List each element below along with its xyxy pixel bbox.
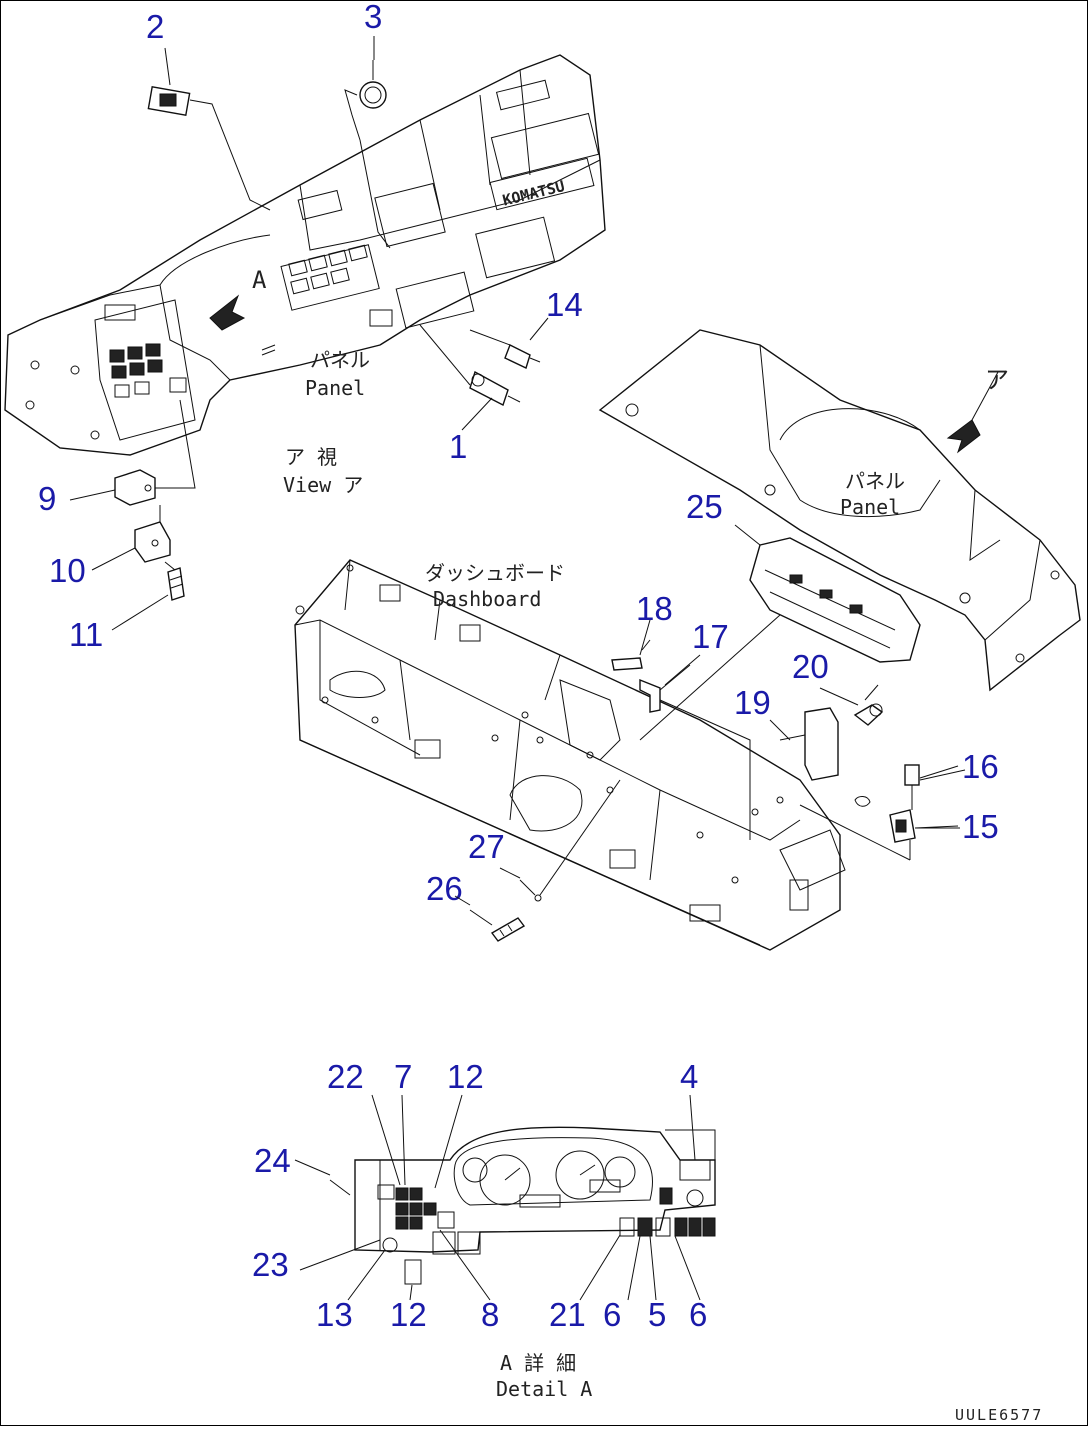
callout-21: 21 [549,1296,586,1333]
part-11-bolt [164,561,185,601]
callout-16: 16 [962,748,999,785]
callout-12-a: 12 [447,1058,484,1095]
dashboard-label-jp: ダッシュボード [425,561,565,585]
part-1-switch [419,324,521,406]
part-20-bulb [853,684,884,726]
panel-label-en-1: Panel [305,376,365,400]
callout-24: 24 [254,1142,291,1179]
part-25-meter-cluster [639,524,921,741]
callout-13: 13 [316,1296,353,1333]
callout-19: 19 [734,684,771,721]
part-19-bracket [779,707,839,781]
callout-26: 26 [426,870,463,907]
part-3-knob [344,60,391,249]
dashboard-frame: ダッシュボード Dashboard [294,559,846,951]
part-9-block [114,399,196,506]
view-label-jp: ア 視 [285,445,337,469]
part-2-switch [147,86,271,211]
callout-15: 15 [962,808,999,845]
callout-17: 17 [692,618,729,655]
dashboard-label-en: Dashboard [433,587,541,611]
callout-20: 20 [792,648,829,685]
callout-7: 7 [394,1058,412,1095]
callout-22: 22 [327,1058,364,1095]
panel-label-jp-2: パネル [845,469,905,493]
drawing-code: UULE6577 [955,1406,1043,1424]
panel-label-en-2: Panel [840,495,900,519]
part-17-clip [639,664,751,840]
callout-3: 3 [364,0,382,35]
callouts: 1 2 3 4 5 6 6 7 8 9 10 11 12 12 13 14 15… [38,0,999,1333]
part-27-washer [519,779,621,902]
part-16-bulb [904,764,966,810]
detail-label-jp: A 詳 細 [500,1351,576,1375]
view-label-en: View ア [283,473,363,497]
callout-25: 25 [686,488,723,525]
callout-4: 4 [680,1058,698,1095]
view-marker-a: A [252,266,267,294]
callout-6-b: 6 [689,1296,707,1333]
callout-10: 10 [49,552,86,589]
view-marker-a-right: ア [985,366,1009,394]
panel-label-jp-1: パネル [310,348,370,372]
callout-9: 9 [38,480,56,517]
callout-8: 8 [481,1296,499,1333]
callout-23: 23 [252,1246,289,1283]
part-18-bolt [611,639,651,671]
callout-18: 18 [636,590,673,627]
detail-label-en: Detail A [496,1377,592,1401]
callout-6-a: 6 [603,1296,621,1333]
callout-1: 1 [449,428,467,465]
part-14-connector [469,329,541,369]
callout-2: 2 [146,8,164,45]
part-15-switch [799,796,960,861]
right-panel-assembly: パネル Panel ア [598,329,1081,692]
callout-14: 14 [546,286,583,323]
callout-27: 27 [468,828,505,865]
detail-a: A 詳 細 Detail A [294,1094,716,1401]
callout-5: 5 [648,1296,666,1333]
upper-panel-assembly: KOMATSU A パネル Panel ア 視 View ア [4,54,606,497]
leader-lines [69,36,959,906]
part-26-screw [469,909,526,942]
callout-11: 11 [69,616,103,653]
callout-12-b: 12 [390,1296,427,1333]
part-10-bracket [134,505,171,563]
